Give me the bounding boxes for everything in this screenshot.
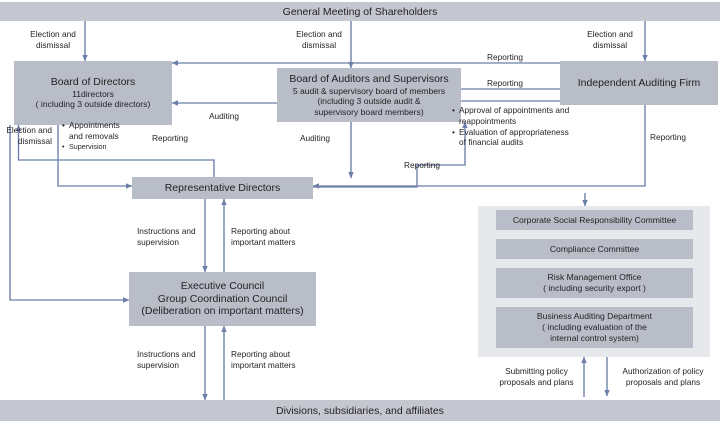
label-reporting-right: Reporting — [650, 132, 686, 142]
bod-line2: 11directors — [72, 88, 114, 99]
box-board-of-directors[interactable]: Board of Directors 11directors ( includi… — [14, 61, 172, 125]
bullets-auditor-firm-relations: Approval of appointments and reappointme… — [452, 105, 592, 148]
committee-compliance[interactable]: Compliance Committee — [496, 239, 693, 259]
wire-bod-rd — [57, 125, 133, 189]
label-election-dismissal-right: Election and dismissal — [587, 29, 633, 50]
committee-compliance-line1: Compliance Committee — [549, 243, 640, 254]
bod-line1: Board of Directors — [50, 76, 136, 89]
ec-line3: (Deliberation on important matters) — [141, 305, 304, 318]
committee-csr[interactable]: Corporate Social Responsibility Committe… — [496, 210, 693, 230]
bullet-evaluation-appropriateness: Evaluation of appropriateness of financi… — [452, 127, 592, 149]
wire-iaf-rd — [312, 105, 646, 189]
bullet-approval-appointments: Approval of appointments and reappointme… — [452, 105, 592, 127]
label-authorization-policy: Authorization of policy proposals and pl… — [622, 366, 704, 387]
boa-line2: 5 audit & supervisory board of members — [292, 85, 446, 96]
label-auditing-upper: Auditing — [209, 111, 239, 121]
label-reporting-top: Reporting — [487, 52, 523, 62]
general-meeting-bar: General Meeting of Shareholders — [0, 2, 720, 21]
rd-line1: Representative Directors — [164, 181, 281, 194]
committee-risk-management[interactable]: Risk Management Office ( including secur… — [496, 268, 693, 298]
committee-audit-line1: Business Auditing Department — [536, 311, 653, 321]
label-election-dismissal-mid: Election and dismissal — [296, 29, 342, 50]
committee-audit-line3: internal control system) — [550, 333, 639, 343]
box-executive-council[interactable]: Executive Council Group Coordination Cou… — [129, 272, 316, 326]
label-election-dismissal-farleft: Election and dismissal — [6, 125, 52, 146]
boa-line1: Board of Auditors and Supervisors — [289, 72, 449, 85]
divisions-label: Divisions, subsidiaries, and affiliates — [276, 404, 444, 417]
committee-business-auditing[interactable]: Business Auditing Department ( including… — [496, 307, 693, 348]
label-reporting-second: Reporting — [487, 78, 523, 88]
bod-line3: ( including 3 outside directors) — [35, 99, 151, 110]
label-election-dismissal-left: Election and dismissal — [30, 29, 76, 50]
general-meeting-label: General Meeting of Shareholders — [282, 5, 438, 18]
label-reporting-important-2: Reporting about important matters — [231, 349, 296, 370]
wire-reporting-rd-boa — [310, 121, 468, 188]
committee-risk-line2: ( including security export ) — [543, 283, 646, 293]
label-instructions-supervision-2: Instructions and supervision — [137, 349, 196, 370]
label-submitting-policy: Submitting policy proposals and plans — [499, 366, 574, 387]
label-reporting-lower: Reporting — [404, 160, 440, 170]
ec-line1: Executive Council — [180, 279, 265, 292]
ec-line2: Group Coordination Council — [157, 292, 288, 305]
label-auditing-lower: Auditing — [300, 133, 330, 143]
divisions-bar: Divisions, subsidiaries, and affiliates — [0, 400, 720, 421]
label-reporting-important-1: Reporting about important matters — [231, 226, 296, 247]
label-reporting-left: Reporting — [152, 133, 188, 143]
boa-line3: (including 3 outside audit & — [317, 96, 421, 107]
label-instructions-supervision-1: Instructions and supervision — [137, 226, 196, 247]
committee-audit-line2: ( including evaluation of the — [542, 322, 647, 332]
boa-line4: supervisory board members) — [314, 106, 424, 117]
box-board-of-auditors[interactable]: Board of Auditors and Supervisors 5 audi… — [277, 68, 461, 122]
committee-csr-line1: Corporate Social Responsibility Committe… — [512, 214, 677, 225]
bullet-supervision: Supervision — [62, 142, 132, 152]
bullet-appointments: Appointments and removals — [62, 120, 132, 142]
box-independent-auditing-firm[interactable]: Independent Auditing Firm — [560, 61, 718, 105]
committee-risk-line1: Risk Management Office — [547, 272, 642, 282]
wire-reporting-rd-bod — [15, 124, 215, 178]
iaf-line1: Independent Auditing Firm — [577, 76, 701, 89]
box-representative-directors[interactable]: Representative Directors — [132, 177, 313, 199]
bullets-directors-controls: Appointments and removals Supervision — [62, 120, 132, 151]
wire-election-exec — [9, 125, 130, 303]
